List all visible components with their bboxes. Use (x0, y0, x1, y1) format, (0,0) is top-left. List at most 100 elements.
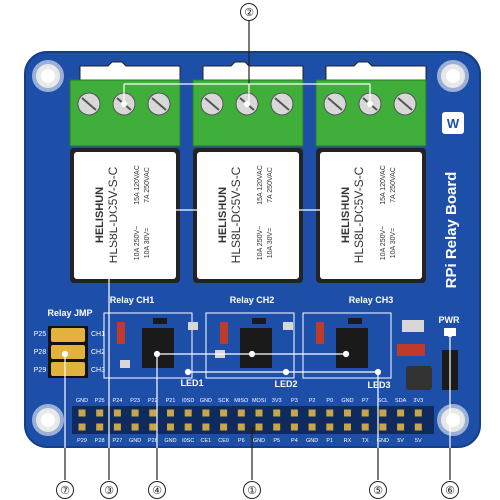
header-pin-label: 3V3 (413, 398, 423, 404)
gpio-header-labels: GNDP29P25P28P24P27P23GNDP22P26P21GNDI0SD… (76, 398, 423, 444)
jumper-channel-label: CH2 (91, 349, 105, 356)
mounting-holes (32, 60, 469, 436)
header-pin-label: TX (362, 438, 369, 444)
header-pin-label: P5 (273, 438, 280, 444)
header-pin-label: P24 (113, 398, 123, 404)
led-label: LED2 (274, 379, 297, 389)
header-pin (273, 423, 281, 431)
header-pin-label: GND (341, 398, 353, 404)
header-pin-label: P4 (291, 438, 298, 444)
relay-rating: 7A 250VAC (144, 167, 151, 203)
header-pin-label: P7 (362, 398, 369, 404)
header-pin (308, 409, 316, 417)
header-pin (379, 409, 387, 417)
relay-brand: HELISHUN (340, 187, 352, 243)
header-pin-label: P2 (309, 398, 316, 404)
callout-3: ③ (100, 481, 118, 499)
header-pin-label: P26 (148, 438, 158, 444)
header-pin-label: 3V3 (272, 398, 282, 404)
relay-rating: 10A 30V= (144, 228, 151, 259)
terminal-block-ch3 (315, 61, 427, 147)
header-pin (414, 409, 422, 417)
header-pin (96, 423, 104, 431)
header-pin (149, 423, 157, 431)
relay-rating: 15A 120VAC (257, 165, 264, 205)
relay-rating: 10A 250V~ (134, 226, 141, 260)
header-pin (184, 423, 192, 431)
jumper-channel-label: CH1 (91, 331, 105, 338)
callout-6: ⑥ (441, 481, 459, 499)
header-pin (131, 409, 139, 417)
header-pin (255, 409, 263, 417)
relay-ch1: HELISHUN HLS8L-DC5V-S-C 10A 250V~ 10A 30… (70, 148, 180, 283)
header-pin (113, 423, 121, 431)
header-pin (184, 409, 192, 417)
header-pin-label: P29 (77, 438, 87, 444)
terminal-block-ch2 (192, 61, 304, 147)
relay-ch3: HELISHUN HLS8L-DC5V-S-C 10A 250V~ 10A 30… (316, 148, 426, 283)
header-pin-label: SCK (218, 398, 230, 404)
header-pin-label: P0 (326, 398, 333, 404)
terminal-block-ch1 (69, 61, 181, 147)
header-pin-label: P25 (95, 398, 105, 404)
relay-rating: 7A 250VAC (390, 167, 397, 203)
jumper-pin-label: P25 (34, 331, 47, 338)
header-pin-label: P22 (148, 398, 158, 404)
callout-4: ④ (148, 481, 166, 499)
header-pin-label: GND (200, 398, 212, 404)
header-pin (255, 423, 263, 431)
header-pin (379, 423, 387, 431)
header-pin (344, 409, 351, 417)
header-pin (290, 409, 298, 417)
header-pin (344, 423, 351, 431)
header-pin-label: GND (164, 438, 176, 444)
header-pin (220, 409, 228, 417)
channel-label: Relay CH1 (110, 295, 155, 305)
relay-rating: 15A 120VAC (134, 165, 141, 205)
header-pin-label: GND (253, 438, 265, 444)
relay-rating: 10A 30V= (267, 228, 274, 259)
relay-rating: 15A 120VAC (380, 165, 387, 205)
channel-circuits (103, 312, 392, 379)
header-pin (220, 423, 228, 431)
jumper-pin-label: P28 (34, 349, 47, 356)
relay-model: HLS8L-DC5V-S-C (352, 166, 366, 263)
header-pin (78, 409, 86, 417)
relay-rating: 7A 250VAC (267, 167, 274, 203)
header-pin-label: GND (129, 438, 141, 444)
relay-ch2: HELISHUN HLS8L-DC5V-S-C 10A 250V~ 10A 30… (193, 148, 303, 283)
header-pin-label: P3 (291, 398, 298, 404)
header-pin (361, 423, 369, 431)
header-pin-label: GND (306, 438, 318, 444)
led-label: LED3 (367, 380, 390, 390)
header-pin (361, 409, 369, 417)
header-pin-label: MISO (234, 398, 249, 404)
relay-rating: 10A 250V~ (380, 226, 387, 260)
header-pin (131, 423, 139, 431)
led-label: LED1 (180, 378, 203, 388)
header-pin-label: RX (344, 438, 352, 444)
header-pin-label: GND (76, 398, 88, 404)
relay-model: HLS8L-DC5V-S-C (229, 166, 243, 263)
header-pin (290, 423, 298, 431)
relay-model: HLS8L-DC5V-S-C (106, 166, 120, 263)
relay-brand: HELISHUN (217, 187, 229, 243)
svg-text:W: W (447, 116, 460, 131)
header-pin (237, 423, 245, 431)
header-pin-label: SDA (395, 398, 407, 404)
callout-7: ⑦ (56, 481, 74, 499)
header-pin (308, 423, 316, 431)
jumper-channel-label: CH3 (91, 367, 105, 374)
relay-brand: HELISHUN (94, 187, 106, 243)
board-title: RPi Relay Board (443, 172, 460, 289)
header-pin-label: I0SD (182, 398, 194, 404)
header-pin-label: I0SC (182, 438, 194, 444)
header-pin (167, 409, 174, 417)
header-pin-label: P23 (130, 398, 140, 404)
header-pin (273, 409, 281, 417)
brand-logo: W (442, 112, 464, 134)
relay-rating: 10A 250V~ (257, 226, 264, 260)
header-pin (96, 409, 104, 417)
header-pin (237, 409, 245, 417)
